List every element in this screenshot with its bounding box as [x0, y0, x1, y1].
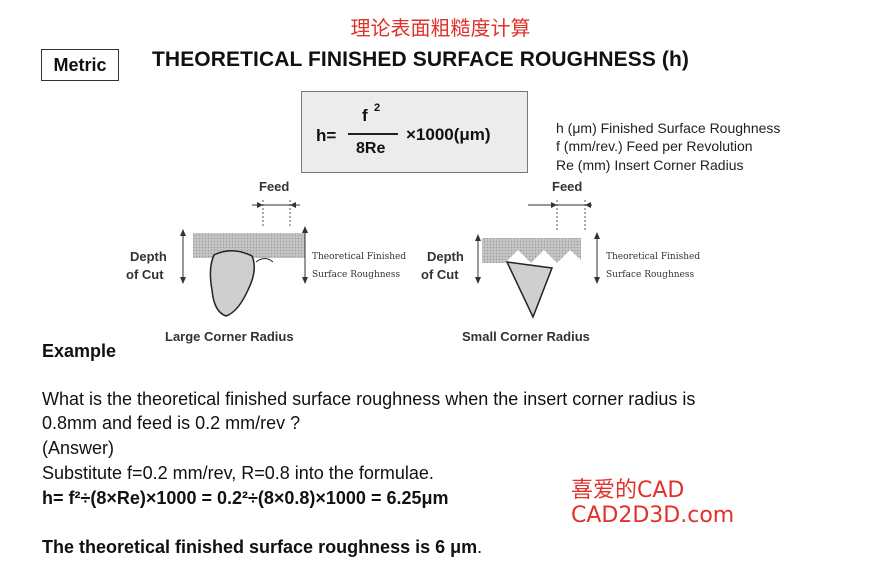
watermark-line-2: CAD2D3D.com — [571, 503, 735, 528]
large-radius-insert — [209, 250, 255, 317]
large-radius-diagram — [180, 200, 308, 317]
chinese-title: 理论表面粗糙度计算 — [350, 16, 531, 40]
legend-f: f (mm/rev.) Feed per Revolution — [556, 138, 753, 154]
metric-label: Metric — [41, 49, 119, 81]
roughness-label-left-1: Theoretical Finished — [312, 252, 407, 262]
depth-label-left-2: of Cut — [126, 267, 164, 282]
formula-lhs: h= — [316, 126, 337, 145]
formula-box: h= f 2 8Re ×1000(μm) — [301, 91, 528, 173]
conclusion-line: The theoretical finished surface roughne… — [42, 537, 482, 558]
roughness-label-left-2: Surface Roughness — [312, 270, 401, 280]
feed-label-right: Feed — [552, 179, 583, 194]
question-line-2: 0.8mm and feed is 0.2 mm/rev ? — [42, 413, 301, 433]
formula-multiplier: ×1000(μm) — [406, 125, 491, 144]
legend-re: Re (mm) Insert Corner Radius — [556, 157, 744, 173]
small-radius-diagram — [475, 200, 600, 319]
formula-denominator: 8Re — [356, 140, 386, 157]
conclusion-period: . — [477, 537, 483, 557]
roughness-label-right-2: Surface Roughness — [606, 270, 695, 280]
legend-h: h (μm) Finished Surface Roughness — [556, 120, 781, 136]
conclusion-text: The theoretical finished surface roughne… — [42, 537, 478, 557]
small-radius-insert — [505, 261, 554, 319]
answer-label: (Answer) — [42, 438, 115, 458]
caption-small-radius: Small Corner Radius — [462, 329, 590, 344]
watermark-line-1: 喜爱的CAD — [571, 478, 685, 503]
roughness-label-right-1: Theoretical Finished — [606, 252, 701, 262]
substitute-line: Substitute f=0.2 mm/rev, R=0.8 into the … — [42, 463, 434, 483]
feed-label-left: Feed — [259, 179, 290, 194]
caption-large-radius: Large Corner Radius — [165, 329, 294, 344]
formula-numerator: f — [362, 106, 368, 125]
question-line-1: What is the theoretical finished surface… — [42, 389, 696, 409]
fraction-bar — [348, 133, 398, 135]
depth-label-left-1: Depth — [130, 249, 167, 264]
page-title: THEORETICAL FINISHED SURFACE ROUGHNESS (… — [152, 48, 690, 71]
example-heading: Example — [42, 341, 117, 361]
depth-label-right-1: Depth — [427, 249, 464, 264]
formula-exponent: 2 — [374, 102, 381, 114]
calculation-line: h= f²÷(8×Re)×1000 = 0.2²÷(8×0.8)×1000 = … — [42, 488, 449, 508]
depth-label-right-2: of Cut — [421, 267, 459, 282]
